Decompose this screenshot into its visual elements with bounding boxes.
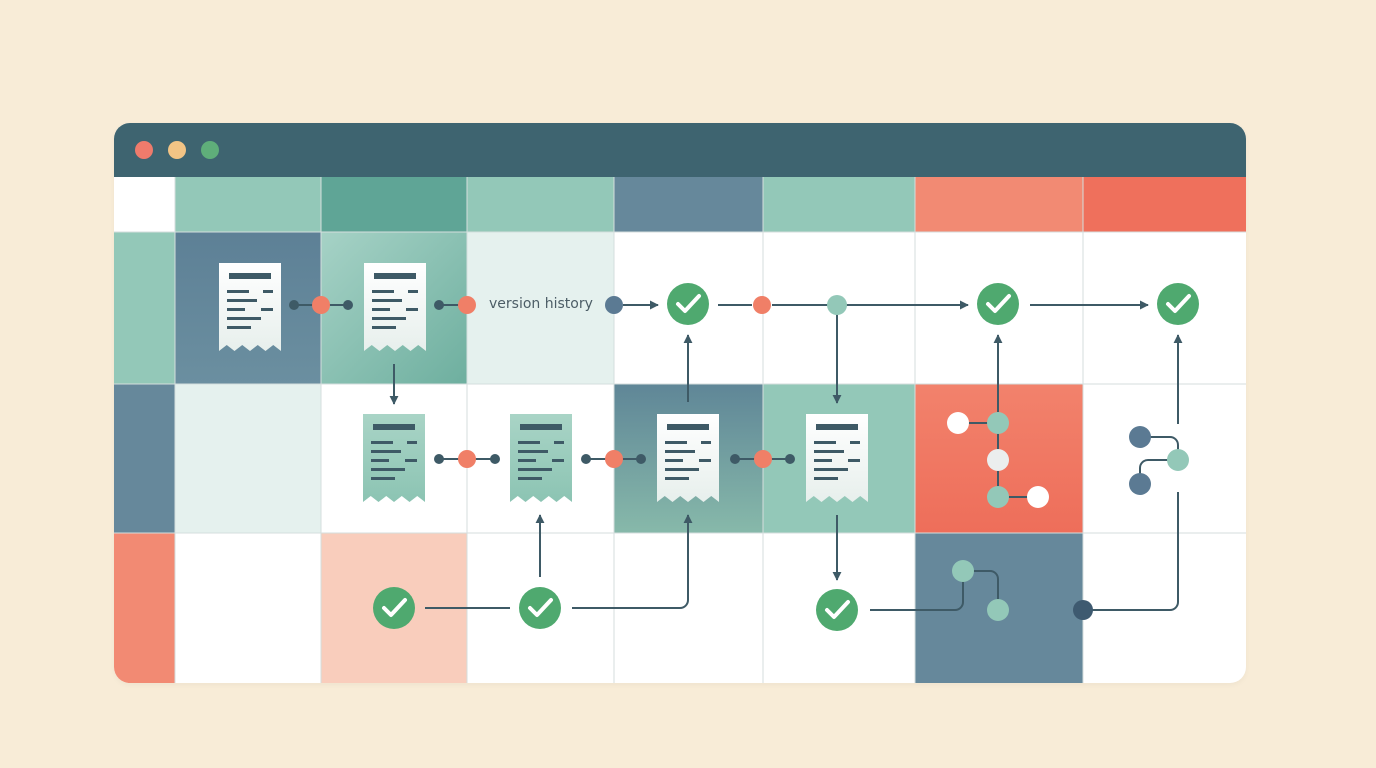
branch-node[interactable]: [987, 599, 1009, 621]
maximize-window-button[interactable]: [201, 141, 219, 159]
branch-node[interactable]: [1073, 600, 1093, 620]
grid-cell: [175, 384, 321, 533]
branch-node[interactable]: [987, 486, 1009, 508]
version-node[interactable]: [753, 296, 771, 314]
version-node[interactable]: [827, 295, 847, 315]
version-node[interactable]: [605, 296, 623, 314]
check-icon[interactable]: [816, 589, 858, 631]
check-icon[interactable]: [1157, 283, 1199, 325]
version-node[interactable]: [754, 450, 772, 468]
document-icon[interactable]: [510, 414, 572, 502]
version-node[interactable]: [312, 296, 330, 314]
grid-cell: [763, 177, 915, 232]
document-icon[interactable]: [219, 263, 281, 351]
branch-icon: [947, 412, 1049, 508]
title-bar: [114, 123, 1246, 177]
check-icon[interactable]: [373, 587, 415, 629]
version-node[interactable]: [605, 450, 623, 468]
grid-cell: [114, 177, 175, 232]
branch-node[interactable]: [1129, 473, 1151, 495]
branch-node[interactable]: [952, 560, 974, 582]
grid-cell: [114, 533, 175, 683]
connector-links: [289, 296, 795, 468]
flow-arrows: [389, 300, 1183, 611]
check-icon[interactable]: [519, 587, 561, 629]
minimize-window-button[interactable]: [168, 141, 186, 159]
grid-cell: [614, 177, 763, 232]
document-icon[interactable]: [364, 263, 426, 351]
branch-node[interactable]: [987, 412, 1009, 434]
check-icon[interactable]: [977, 283, 1019, 325]
branch-node[interactable]: [987, 449, 1009, 471]
branch-node[interactable]: [1027, 486, 1049, 508]
grid-cell: [467, 232, 614, 384]
branch-node[interactable]: [947, 412, 969, 434]
version-node[interactable]: [458, 450, 476, 468]
grid-cell: [175, 177, 321, 232]
grid-cell: [321, 177, 467, 232]
branch-node[interactable]: [1167, 449, 1189, 471]
grid-cell: [467, 177, 614, 232]
document-icon[interactable]: [657, 414, 719, 502]
check-icon[interactable]: [667, 283, 709, 325]
grid-cell: [915, 177, 1083, 232]
grid-lines: [114, 177, 1246, 683]
grid-cell: [114, 384, 175, 533]
version-node[interactable]: [458, 296, 476, 314]
version-history-label: version history: [489, 296, 593, 312]
grid-cell: [1083, 177, 1246, 232]
branch-node[interactable]: [1129, 426, 1151, 448]
close-window-button[interactable]: [135, 141, 153, 159]
grid-cell: [114, 232, 175, 384]
document-icon[interactable]: [363, 414, 425, 502]
document-icon[interactable]: [806, 414, 868, 502]
merge-icon: [1129, 426, 1189, 495]
